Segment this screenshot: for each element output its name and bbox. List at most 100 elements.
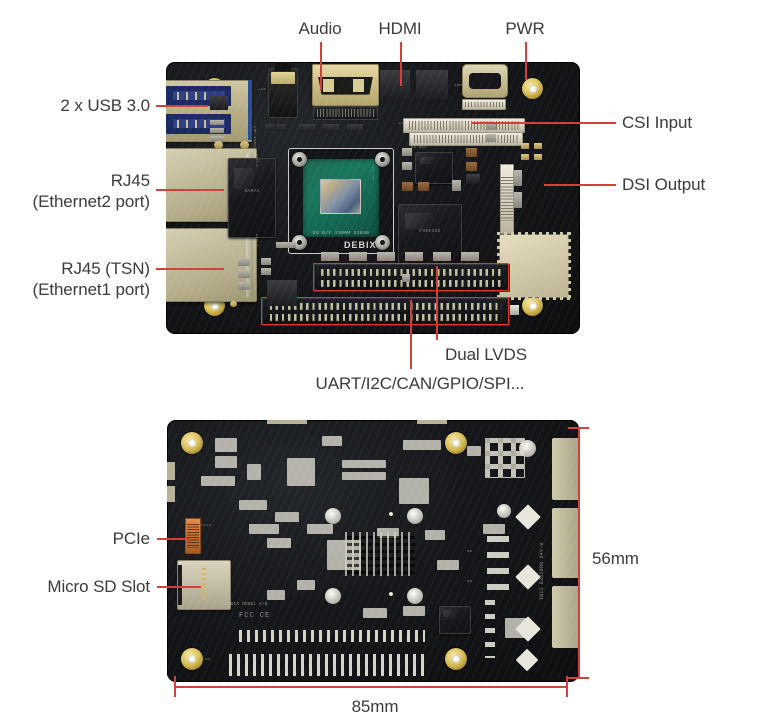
ground-pad	[515, 504, 541, 530]
smd-part	[380, 70, 410, 100]
smd-part	[514, 170, 522, 186]
silk-blob	[297, 580, 315, 590]
hdmi-ffc-connector	[313, 106, 378, 120]
smd-part	[347, 124, 363, 132]
dimension-cap-bottom	[568, 677, 589, 679]
smd-part	[466, 148, 477, 157]
silkscreen-text: J14	[258, 88, 266, 92]
via-column	[487, 536, 509, 592]
dsi-output-connector	[500, 164, 514, 234]
test-pad	[407, 508, 423, 524]
smd-part	[514, 192, 522, 208]
gpio-header-highlight	[261, 297, 509, 325]
smd-part	[238, 282, 250, 290]
dimension-line-width	[174, 686, 568, 688]
dimension-cap-top	[568, 427, 589, 429]
callout-leader-microsd	[157, 586, 201, 588]
dimension-label-width: 85mm	[351, 697, 399, 716]
rj45-back-outline	[552, 508, 579, 578]
smd-part	[238, 270, 250, 278]
callout-label-microsd: Micro SD Slot	[47, 577, 150, 596]
power-usb-c-port	[462, 64, 508, 98]
callout-label-pcie: PCIe	[112, 529, 151, 548]
smd-part	[521, 154, 529, 160]
smd-part	[267, 280, 297, 306]
dimension-line-height	[578, 427, 580, 677]
smd-part	[277, 124, 286, 131]
callout-leader-gpio	[410, 300, 412, 369]
callout-label-usb30: 2 x USB 3.0	[60, 96, 150, 115]
silk-blob	[267, 538, 291, 548]
bottom-board-image: FCC CE DEBIX MODEL A/B IBI2 E352980 94V-…	[167, 420, 579, 682]
smd-pad	[230, 301, 237, 307]
callout-leader-audio	[320, 42, 322, 90]
smd-part	[466, 174, 480, 184]
test-pad	[497, 504, 511, 518]
callout-leader-hdmi	[400, 42, 402, 86]
smd-connector	[349, 252, 367, 261]
silk-blob	[322, 436, 342, 446]
silk-blob	[437, 560, 459, 570]
callout-label-hdmi: HDMI	[378, 19, 422, 38]
smd-part	[416, 70, 448, 100]
smd-part	[265, 124, 274, 131]
silkscreen-text: PCIE	[201, 524, 212, 528]
usbc-back-outline	[417, 420, 447, 424]
callout-label-pwr: PWR	[505, 19, 545, 38]
silk-blob	[342, 472, 386, 480]
silk-blob	[215, 438, 237, 452]
mounting-hole	[445, 648, 467, 670]
silk-blob	[483, 524, 505, 534]
silkscreen-text: GD	[467, 580, 473, 584]
callout-label-dsi: DSI Output	[622, 175, 706, 194]
silkscreen-text: ETH-1	[254, 234, 258, 248]
dual-lvds-highlight	[313, 263, 509, 291]
smd-part	[210, 136, 224, 141]
jack-back-outline	[167, 462, 175, 480]
callout-label-rj45-tsn: RJ45 (TSN) (Ethernet1 port)	[32, 259, 151, 299]
csi-input-connector	[403, 118, 525, 133]
callout-leader-rj45-eth2	[156, 189, 224, 191]
smd-part	[418, 182, 429, 191]
silkscreen-text: 10W	[454, 84, 462, 88]
silkscreen-text: HDMI	[210, 112, 221, 116]
dimension-label-height: 56mm	[592, 549, 639, 568]
callout-leader-pcie	[157, 538, 189, 540]
silk-matrix	[345, 532, 415, 576]
silk-blob	[287, 458, 315, 486]
silkscreen-text: J13	[398, 122, 406, 126]
callout-label-csi: CSI Input	[622, 113, 692, 132]
ground-pad	[515, 648, 539, 672]
gpio-header-footprint	[239, 630, 425, 642]
silk-blob	[399, 478, 429, 504]
silkscreen-text: ETH-2	[254, 154, 258, 168]
smd-part	[210, 120, 224, 125]
silk-blob	[342, 460, 386, 468]
soc-silkscreen: 2G B/Y 1300M X1030	[312, 231, 370, 236]
silkscreen-certs: FCC CE	[239, 612, 271, 620]
usb-3-0-stacked-port	[166, 80, 252, 142]
smd-part	[486, 134, 496, 142]
usb-shield-edge	[248, 80, 252, 140]
smd-part	[534, 154, 542, 160]
silk-blob	[247, 464, 261, 480]
gpio-header-footprint	[229, 666, 429, 676]
smd-part	[486, 122, 496, 130]
mounting-hole	[522, 295, 543, 316]
bottom-chip	[439, 606, 471, 634]
test-pad	[325, 508, 341, 524]
callout-label-rj45-eth2: RJ45 (Ethernet2 port)	[32, 171, 151, 211]
csi-input-connector-row2	[409, 132, 523, 146]
callout-leader-pwr	[525, 42, 527, 80]
hdmi-back-outline	[267, 420, 307, 424]
smd-part	[402, 274, 410, 282]
smd-part	[299, 124, 315, 132]
callout-leader-rj45-tsn	[156, 268, 224, 270]
pmic-chip	[415, 152, 453, 184]
smd-part	[402, 148, 412, 156]
smd-part	[210, 96, 228, 110]
silk-blob	[403, 606, 425, 616]
usb-back-outline	[552, 586, 579, 648]
smd-part	[261, 268, 271, 275]
